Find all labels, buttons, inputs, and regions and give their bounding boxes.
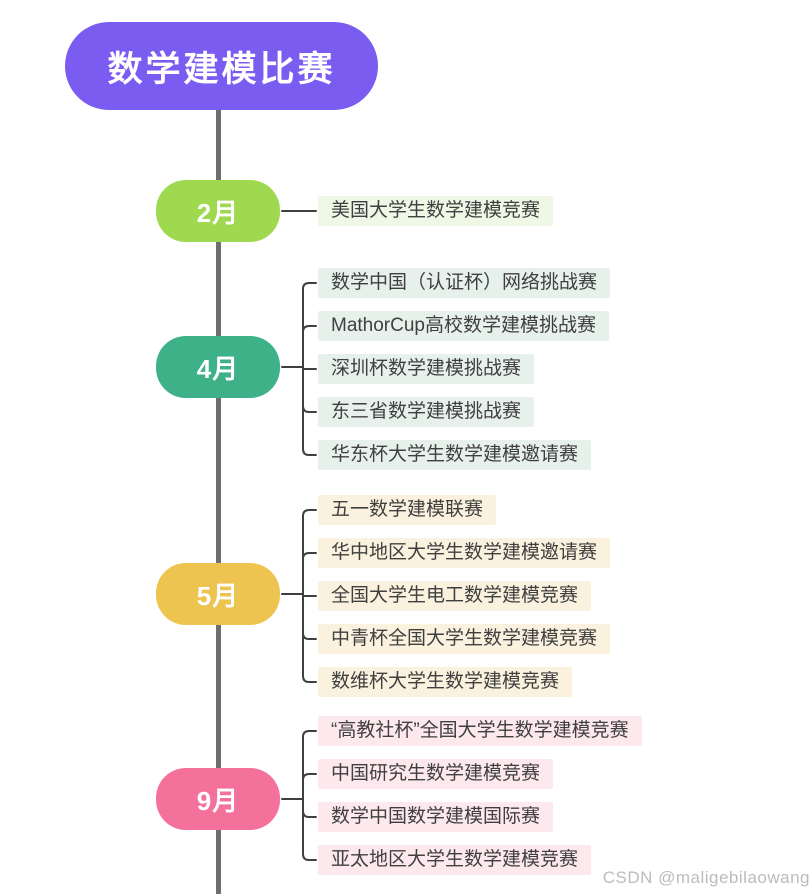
competition-item[interactable]: MathorCup高校数学建模挑战赛 — [318, 311, 609, 341]
branch-line — [302, 773, 317, 800]
month-node[interactable]: 9月 — [156, 768, 280, 830]
branch-line — [302, 366, 317, 456]
branch-line — [302, 282, 317, 368]
branch-line — [302, 366, 317, 413]
competition-item[interactable]: 华东杯大学生数学建模邀请赛 — [318, 440, 592, 470]
watermark: CSDN @maligebilaowang — [602, 868, 810, 887]
branch-line — [302, 593, 317, 640]
competition-item[interactable]: 美国大学生数学建模竞赛 — [318, 196, 554, 226]
root-node[interactable]: 数学建模比赛 — [65, 22, 378, 110]
competition-item[interactable]: 华中地区大学生数学建模邀请赛 — [318, 538, 611, 568]
competition-item[interactable]: 五一数学建模联赛 — [318, 495, 497, 525]
competition-item[interactable]: 中青杯全国大学生数学建模竞赛 — [318, 624, 611, 654]
competition-item[interactable]: 亚太地区大学生数学建模竞赛 — [318, 845, 592, 875]
competition-item[interactable]: 数学中国数学建模国际赛 — [318, 802, 554, 832]
month-node[interactable]: 2月 — [156, 180, 280, 242]
competition-item[interactable]: “高教社杯”全国大学生数学建模竞赛 — [318, 716, 642, 746]
branch-line — [302, 509, 317, 595]
branch-line — [302, 730, 317, 800]
month-node[interactable]: 4月 — [156, 336, 280, 398]
branch-line — [302, 325, 317, 368]
competition-item[interactable]: 数学中国（认证杯）网络挑战赛 — [318, 268, 611, 298]
competition-item[interactable]: 全国大学生电工数学建模竞赛 — [318, 581, 592, 611]
branch-line — [302, 798, 317, 818]
branch-line — [302, 593, 317, 683]
competition-item[interactable]: 数维杯大学生数学建模竞赛 — [318, 667, 573, 697]
month-node[interactable]: 5月 — [156, 563, 280, 625]
competition-item[interactable]: 中国研究生数学建模竞赛 — [318, 759, 554, 789]
branch-line — [302, 552, 317, 595]
branch-line — [302, 798, 317, 861]
competition-item[interactable]: 东三省数学建模挑战赛 — [318, 397, 535, 427]
competition-item[interactable]: 深圳杯数学建模挑战赛 — [318, 354, 535, 384]
